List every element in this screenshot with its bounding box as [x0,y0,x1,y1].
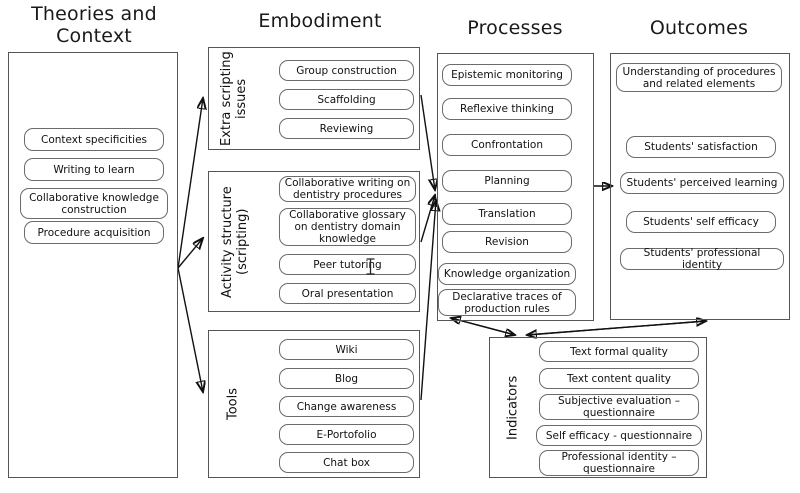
node-collaborative-writing[interactable]: Collaborative writing on dentistry proce… [279,176,416,202]
arrow-tools-to-processes [420,200,436,401]
panel-processes [437,53,594,321]
node-confrontation[interactable]: Confrontation [442,134,572,156]
node-e-portofolio[interactable]: E-Portofolio [279,424,414,445]
node-scaffolding[interactable]: Scaffolding [279,89,414,110]
node-text-formal-quality[interactable]: Text formal quality [539,341,699,362]
panel-extra-scripting-issues [208,47,420,150]
node-students-self-efficacy[interactable]: Students' self efficacy [626,211,776,233]
node-declarative-traces[interactable]: Declarative traces of production rules [438,289,576,316]
node-students-professional-identity[interactable]: Students' professional identity [620,247,784,271]
group-label-activity-structure: Activity structure (scripting) [220,186,250,298]
column-title-theories: Theories and Context [31,3,157,47]
node-context-specificities[interactable]: Context specificities [24,128,164,151]
group-label-extra-scripting-issues: Extra scripting issues [219,51,249,147]
group-label-tools: Tools [225,387,241,421]
node-oral-presentation[interactable]: Oral presentation [279,283,416,304]
node-blog[interactable]: Blog [279,368,414,389]
node-understanding-of-procedures[interactable]: Understanding of procedures and related … [616,63,782,92]
arrow-outcomes-indicators [527,320,707,335]
node-subjective-evaluation-questionnaire[interactable]: Subjective evaluation – questionnaire [539,394,699,420]
arrow-theories-to-tools [177,267,203,392]
node-translation[interactable]: Translation [442,203,572,225]
panel-tools [208,330,420,478]
node-group-construction[interactable]: Group construction [279,60,414,81]
column-title-embodiment: Embodiment [258,10,382,32]
node-peer-tutoring[interactable]: Peer tutoring [279,254,416,275]
node-self-efficacy-questionnaire[interactable]: Self efficacy - questionnaire [536,425,702,446]
node-reflexive-thinking[interactable]: Reflexive thinking [442,98,572,120]
node-collaborative-glossary[interactable]: Collaborative glossary on dentistry doma… [279,208,416,246]
node-chat-box[interactable]: Chat box [279,452,414,473]
node-writing-to-learn[interactable]: Writing to learn [24,158,164,181]
node-knowledge-organization[interactable]: Knowledge organization [438,263,576,285]
node-procedure-acquisition[interactable]: Procedure acquisition [24,221,164,244]
node-students-perceived-learning[interactable]: Students' perceived learning [620,172,784,194]
node-collaborative-knowledge-construction[interactable]: Collaborative knowledge construction [20,188,168,219]
group-label-indicators: Indicators [505,375,521,440]
node-wiki[interactable]: Wiki [279,339,414,360]
node-professional-identity-questionnaire[interactable]: Professional identity – questionnaire [539,450,699,476]
column-title-processes: Processes [467,17,563,39]
panel-outcomes [610,53,790,320]
arrow-extra-scripting-to-processes [420,94,435,190]
node-epistemic-monitoring[interactable]: Epistemic monitoring [442,64,572,86]
arrow-theories-to-extra-scripting [177,98,203,269]
panel-indicators [489,337,707,478]
node-students-satisfaction[interactable]: Students' satisfaction [626,136,776,158]
column-title-outcomes: Outcomes [649,17,749,39]
panel-activity-structure [208,171,420,312]
node-reviewing[interactable]: Reviewing [279,118,414,139]
text-cursor-ibeam [366,258,375,275]
node-revision[interactable]: Revision [442,231,572,253]
node-change-awareness[interactable]: Change awareness [279,396,414,417]
node-planning[interactable]: Planning [442,170,572,192]
node-text-content-quality[interactable]: Text content quality [539,368,699,389]
arrow-theories-to-activity-structure [177,238,203,269]
panel-theories-and-context [8,52,178,478]
